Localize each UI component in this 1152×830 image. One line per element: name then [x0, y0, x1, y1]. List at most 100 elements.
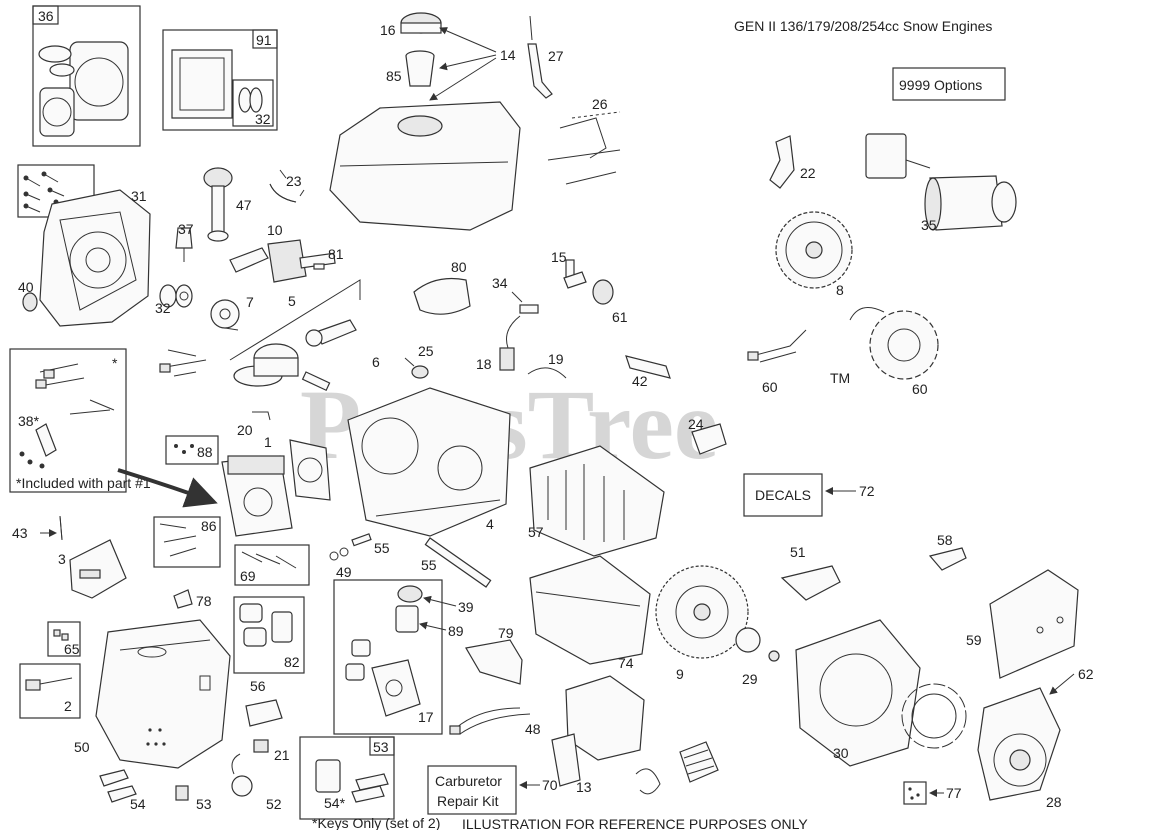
part-86-hardware[interactable]: 86: [153, 516, 221, 568]
part-88-hardware[interactable]: 88: [165, 435, 219, 465]
part-32-bearing[interactable]: 32: [155, 284, 193, 316]
part-14-fuel-tank[interactable]: 14: [329, 27, 521, 231]
part-8-flywheel[interactable]: 8: [775, 211, 853, 298]
part-80-cover[interactable]: 80: [413, 259, 471, 315]
callout-58: 58: [937, 532, 953, 548]
callout-20: 20: [237, 422, 253, 438]
part-31-crankcase-cover[interactable]: 31: [39, 188, 151, 327]
part-58-bracket[interactable]: 58: [928, 532, 967, 571]
part-43-tube[interactable]: 43: [12, 515, 63, 541]
part-22-bracket[interactable]: 22: [769, 135, 816, 189]
part-50-blower-housing[interactable]: 50: [74, 619, 231, 769]
part-42-bracket[interactable]: 42: [625, 355, 671, 389]
part-2-hardware[interactable]: 2: [19, 663, 81, 719]
part-69-hardware[interactable]: 69: [234, 544, 310, 586]
part-91-gasket-kit[interactable]: 91 32: [162, 29, 278, 131]
part-25-oil-fill-plug[interactable]: 25: [404, 343, 434, 379]
callout-86: 86: [201, 518, 217, 534]
part-82-gasket-set[interactable]: 82: [233, 596, 305, 674]
part-21-switch[interactable]: 21: [253, 739, 290, 763]
part-54-keys[interactable]: 54: [99, 769, 146, 812]
part-65-hardware[interactable]: 65: [47, 621, 81, 657]
part-7-camshaft[interactable]: 7: [210, 294, 254, 331]
part-55-dowel[interactable]: 55: [351, 533, 390, 556]
part-52-primer-bulb[interactable]: 52: [231, 753, 282, 812]
part-51-baffle[interactable]: 51: [780, 544, 841, 601]
part-29-cup[interactable]: 29: [735, 627, 780, 687]
part-74-air-cleaner-cover[interactable]: 74: [529, 555, 651, 671]
part-48-wire-harness[interactable]: 48: [449, 707, 541, 737]
callout-79: 79: [498, 625, 514, 641]
note-included-with-part-1: *Included with part #1: [16, 475, 151, 491]
part-35-electric-starter[interactable]: 35: [865, 133, 1017, 233]
callout-47: 47: [236, 197, 252, 213]
callout-19: 19: [548, 351, 564, 367]
part-valve-springs[interactable]: [159, 349, 207, 377]
callout-37: 37: [178, 221, 194, 237]
options-box[interactable]: 9999 Options: [892, 67, 1006, 101]
part-5-piston-assembly[interactable]: 5: [229, 279, 361, 387]
callout-52: 52: [266, 796, 282, 812]
part-77-hardware[interactable]: 77: [903, 781, 962, 805]
part-1-cylinder-head[interactable]: 1: [221, 434, 293, 537]
part-36-gasket-set[interactable]: 36: [32, 5, 141, 147]
part-19-spring[interactable]: 19: [527, 351, 567, 379]
part-62-recoil-starter[interactable]: 62 28: [977, 666, 1094, 810]
part-26-control-linkage[interactable]: 26: [547, 96, 621, 185]
part-4-engine-block[interactable]: 4: [347, 387, 511, 537]
part-40-drain-plug[interactable]: 40: [18, 279, 38, 312]
part-47-dipstick[interactable]: 47: [203, 167, 252, 242]
callout-21: 21: [274, 747, 290, 763]
carburetor-repair-kit-box[interactable]: Carburetor Repair Kit 70: [427, 765, 558, 815]
part-56-bracket[interactable]: 56: [245, 678, 283, 727]
part-ring-gasket[interactable]: [901, 683, 967, 749]
part-55-rod[interactable]: 55: [421, 537, 492, 588]
part-clip[interactable]: [635, 768, 661, 795]
part-15-throttle-lever[interactable]: 15: [551, 249, 587, 289]
callout-78: 78: [196, 593, 212, 609]
part-18-ignition-coil[interactable]: 18: [476, 315, 521, 372]
callout-4: 4: [486, 516, 494, 532]
part-60-stator[interactable]: 60: [849, 307, 939, 398]
part-20-clip[interactable]: 20: [237, 411, 271, 438]
part-3-manifold[interactable]: 3: [58, 539, 127, 599]
carb-kit-line2: Repair Kit: [437, 793, 499, 809]
part-intake-grill[interactable]: [679, 741, 719, 783]
part-57-muffler-guard[interactable]: 57: [528, 445, 665, 557]
callout-91: 91: [256, 32, 272, 48]
part-piston-pin[interactable]: [301, 371, 331, 392]
part-10-crankshaft[interactable]: 10: [229, 222, 336, 283]
part-13-air-box[interactable]: 13: [551, 675, 645, 795]
part-9-blower-fan[interactable]: 9: [655, 565, 749, 682]
part-27-choke-rod[interactable]: 27: [527, 15, 564, 99]
part-60-wire-harness[interactable]: 60: [747, 329, 807, 395]
callout-54a: 54: [130, 796, 146, 812]
part-49-washer[interactable]: 49: [329, 547, 352, 580]
callout-42: 42: [632, 373, 648, 389]
part-head-gasket[interactable]: [289, 439, 331, 501]
part-34-spark-plug[interactable]: 34: [492, 275, 539, 314]
part-81-key[interactable]: 81: [313, 246, 344, 270]
part-37-governor[interactable]: 37: [175, 221, 194, 262]
part-78-clip[interactable]: 78: [173, 589, 212, 609]
callout-13: 13: [576, 779, 592, 795]
part-17-carburetor-box[interactable]: 17: [333, 579, 443, 735]
part-38-valve-set[interactable]: * 38* *Included with part #1: [9, 348, 151, 493]
part-16-fuel-cap[interactable]: 16: [380, 12, 442, 38]
part-79-bracket[interactable]: 79: [465, 625, 523, 685]
part-53-key-switch[interactable]: 53: [175, 785, 212, 812]
part-85-fuel-strainer[interactable]: 85: [386, 50, 435, 87]
callout-60b: 60: [912, 381, 928, 397]
callout-53b: 53: [373, 739, 389, 755]
part-6-connecting-rod[interactable]: 6: [305, 319, 380, 370]
part-23-breather-tube[interactable]: 23: [269, 169, 305, 203]
part-61-knob[interactable]: 61: [592, 279, 628, 325]
part-39-fuel-cap-carb[interactable]: 39: [423, 595, 474, 615]
part-59-shroud[interactable]: 59: [966, 569, 1079, 679]
decals-box[interactable]: DECALS 72: [743, 473, 875, 517]
part-89-solenoid[interactable]: 89: [419, 621, 464, 639]
part-30-fan-housing[interactable]: 30: [795, 619, 921, 767]
part-24-bracket[interactable]: 24: [688, 416, 727, 455]
part-53-ignition-switch-box[interactable]: 53 54* *Keys Only (set of 2): [299, 736, 440, 830]
